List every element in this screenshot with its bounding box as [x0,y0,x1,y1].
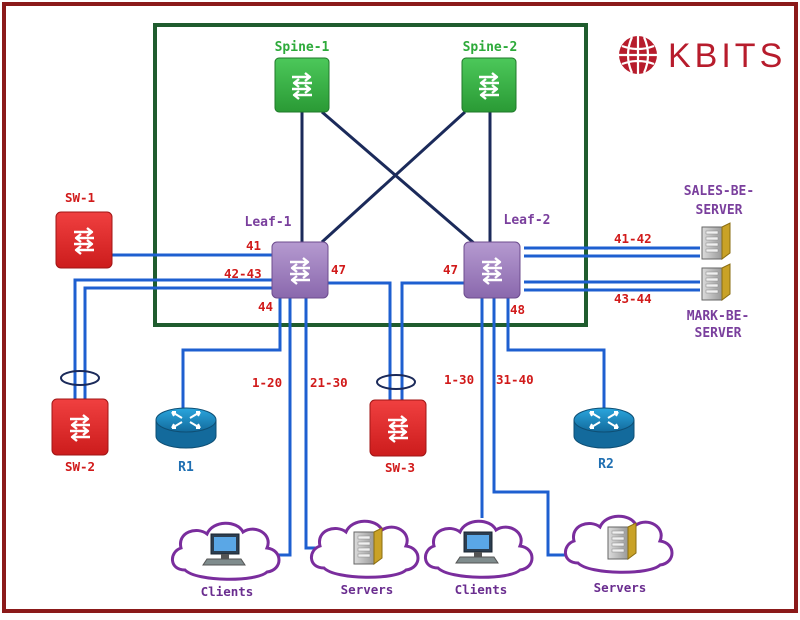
cloud-1-label: Clients [201,584,254,599]
leaf-2-label: Leaf-2 [504,213,551,228]
spine-2-switch[interactable] [461,57,517,113]
mark-server-label-2: SERVER [695,326,742,341]
server-icon [701,263,731,301]
link-leaf1-sw3 [328,281,392,402]
sales-server-label-1: SALES-BE- [684,184,754,199]
port-leaf1-1-20: 1-20 [252,375,282,390]
sw-3-switch[interactable] [369,399,427,457]
mark-be-server[interactable] [701,263,731,301]
link-leaf1-r1 [181,298,282,410]
router-r1[interactable] [155,407,217,449]
port-leaf2-1-30: 1-30 [444,372,474,387]
port-leaf2-41-42: 41-42 [614,231,652,246]
link-leaf1-sw2-a [73,278,272,400]
port-leaf2-48: 48 [510,302,525,317]
leaf-1-switch[interactable] [271,241,329,299]
port-leaf1-47: 47 [331,262,346,277]
spine-1-switch[interactable] [274,57,330,113]
sw-2-switch[interactable] [51,398,109,456]
kbits-logo: KBITS [619,36,786,75]
port-leaf2-43-44: 43-44 [614,291,652,306]
link-leaf2-sw3 [400,281,464,402]
logo-text: KBITS [668,37,786,75]
cloud-clients-2[interactable] [424,519,534,579]
cloud-servers-1[interactable] [310,519,420,579]
port-channel-sw3 [376,374,416,390]
sw-1-label: SW-1 [65,190,95,205]
cloud-clients-1[interactable] [171,521,281,581]
port-leaf1-21-30: 21-30 [310,375,348,390]
fabric-box [153,23,588,327]
spine-1-label: Spine-1 [275,40,330,55]
port-leaf1-42-43: 42-43 [224,266,262,281]
spine-2-label: Spine-2 [463,40,518,55]
sales-server-label-2: SERVER [696,203,743,218]
server-icon [701,222,731,260]
r1-label: R1 [178,460,194,475]
link-leaf1-clients [278,298,292,557]
link-spine1-leaf2 [321,110,483,252]
link-leaf1-servers [304,298,318,550]
sw-3-label: SW-3 [385,460,415,475]
link-leaf2-servers [492,298,572,557]
router-arrows-icon [589,411,619,429]
port-leaf1-44: 44 [258,299,273,314]
leaf-2-switch[interactable] [463,241,521,299]
globe-icon [619,36,657,74]
link-leaf2-r2 [506,298,606,412]
cloud-4-label: Servers [594,580,647,595]
sw-2-label: SW-2 [65,459,95,474]
port-channel-sw2 [60,370,100,386]
link-leaf1-sw2-b [83,286,272,400]
server-icon [353,527,383,565]
cloud-servers-2[interactable] [564,514,674,574]
port-leaf1-41: 41 [246,238,261,253]
port-leaf2-47: 47 [443,262,458,277]
r2-label: R2 [598,457,614,472]
router-arrows-icon [171,411,201,429]
sales-be-server[interactable] [701,222,731,260]
server-icon [607,522,637,560]
leaf-1-label: Leaf-1 [245,215,292,230]
router-r2[interactable] [573,407,635,449]
link-spine2-leaf1 [320,110,467,244]
cloud-3-label: Clients [455,582,508,597]
mark-server-label-1: MARK-BE- [687,309,750,324]
port-leaf2-31-40: 31-40 [496,372,534,387]
sw-1-switch[interactable] [55,211,113,269]
cloud-2-label: Servers [341,582,394,597]
